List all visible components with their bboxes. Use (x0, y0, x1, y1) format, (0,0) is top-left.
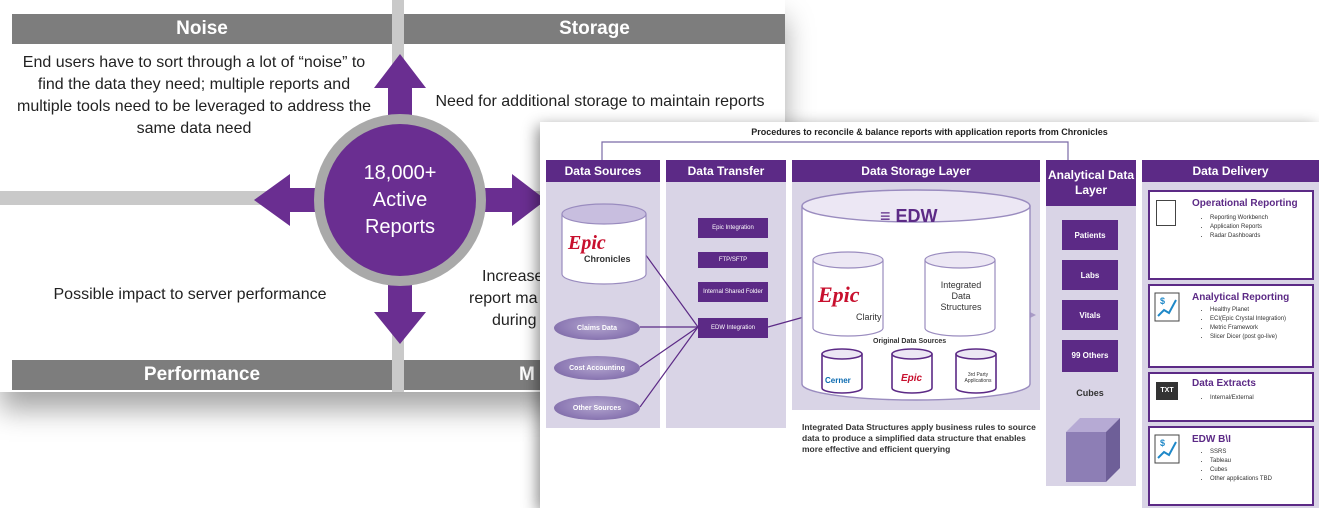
performance-header: Performance (12, 360, 392, 390)
chronicles-label: Chronicles (584, 254, 631, 264)
active-reports-word: Reports (364, 216, 436, 238)
transfer-box: EDW Integration (698, 318, 768, 338)
center-circle (324, 124, 476, 276)
active-reports-label: 18,000+ Active Reports (330, 160, 470, 241)
banner-bracket (601, 141, 1069, 162)
delivery-card-title: EDW B\I (1192, 434, 1231, 445)
analytical-item: 99 Others (1062, 340, 1118, 372)
delivery-card-title: Data Extracts (1192, 378, 1256, 389)
svg-text:$: $ (1160, 438, 1165, 448)
third-party-label: 3rd Party Applications (964, 372, 992, 384)
edw-architecture-slide: Procedures to reconcile & balance report… (540, 122, 1319, 508)
performance-text: Possible impact to server performance (53, 286, 327, 303)
delivery-card-item: Reporting Workbench (1210, 214, 1268, 223)
data-sources-header: Data Sources (546, 160, 660, 182)
delivery-card-item: Healthy Planet (1210, 306, 1286, 315)
document-icon (1156, 200, 1176, 226)
transfer-box: Epic Integration (698, 218, 768, 238)
cubes-label: Cubes (1076, 388, 1104, 398)
source-pill: Claims Data (554, 316, 640, 340)
chart-dollar-icon: $ (1154, 434, 1180, 464)
maintenance-text-line: report ma (469, 290, 538, 307)
noise-header: Noise (12, 14, 392, 44)
delivery-card-title: Operational Reporting (1192, 198, 1298, 209)
left-arrow (254, 174, 330, 226)
delivery-card-item: Other applications TBD (1210, 475, 1272, 484)
delivery-header: Data Delivery (1142, 160, 1319, 182)
delivery-card-item: Metric Framework (1210, 324, 1286, 333)
clarity-label: Clarity (856, 312, 882, 322)
edw-text: EDW (895, 206, 938, 226)
transfer-box: Internal Shared Folder (698, 282, 768, 302)
original-source-cylinders (821, 348, 997, 394)
clarity-epic-logo: Epic (818, 282, 860, 307)
data-transfer-header: Data Transfer (666, 160, 786, 182)
delivery-card-item: SSRS (1210, 448, 1272, 457)
analytical-item: Patients (1062, 220, 1118, 250)
txt-file-icon: TXT (1156, 382, 1178, 400)
delivery-card-list: SSRS Tableau Cubes Other applications TB… (1200, 448, 1272, 484)
delivery-card-item: Internal/External (1210, 394, 1254, 403)
top-banner: Procedures to reconcile & balance report… (751, 127, 1108, 137)
transfer-box: FTP/SFTP (698, 252, 768, 268)
clarity-cylinder (812, 251, 884, 337)
source-pill: Other Sources (554, 396, 640, 420)
delivery-card-item: Radar Dashboards (1210, 232, 1268, 241)
data-storage-header: Data Storage Layer (792, 160, 1040, 182)
chart-dollar-icon: $ (1154, 292, 1180, 322)
right-arrow (472, 174, 546, 226)
analytical-item: Labs (1062, 260, 1118, 290)
source-pill: Cost Accounting (554, 356, 640, 380)
chronicles-cylinder (561, 203, 647, 285)
cerner-label: Cerner (825, 376, 851, 385)
storage-text: Need for additional storage to maintain … (435, 93, 765, 110)
original-sources-label: Original Data Sources (873, 338, 947, 345)
integrated-label: Integrated Data Structures (940, 280, 982, 312)
maintenance-text-line: Increase (482, 268, 544, 285)
delivery-card-item: Cubes (1210, 466, 1272, 475)
down-arrow (374, 280, 426, 344)
epic-logo: Epic (568, 232, 606, 254)
delivery-card-item: ECI(Epic Crystal Integration) (1210, 315, 1286, 324)
active-reports-count: 18,000+ (363, 162, 437, 184)
delivery-card-list: Healthy Planet ECI(Epic Crystal Integrat… (1200, 306, 1286, 342)
delivery-card-list: Reporting Workbench Application Reports … (1200, 214, 1268, 241)
analytical-header: Analytical Data Layer (1046, 160, 1136, 206)
delivery-card-item: Application Reports (1210, 223, 1268, 232)
cubes-icon (1066, 418, 1120, 482)
integrated-cylinder (924, 251, 996, 337)
noise-text: End users have to sort through a lot of … (16, 54, 371, 137)
maintenance-text: Increase report ma during s (462, 266, 552, 332)
epic-small-label: Epic (901, 373, 923, 384)
delivery-card-title: Analytical Reporting (1192, 292, 1290, 303)
maintenance-text-line: during s (492, 312, 549, 329)
edw-lines-icon: ≡ (880, 206, 891, 226)
storage-header: Storage (404, 14, 785, 44)
edw-label: ≡ EDW (880, 206, 938, 227)
four-way-arrows (254, 54, 546, 344)
svg-text:$: $ (1160, 296, 1165, 306)
delivery-card-list: Internal/External (1200, 394, 1254, 403)
storage-footnote: Integrated Data Structures apply busines… (802, 422, 1036, 454)
active-reports-word: Active (372, 189, 428, 211)
delivery-card-item: Slicer Dicer (post go-live) (1210, 333, 1286, 342)
analytical-item: Vitals (1062, 300, 1118, 330)
delivery-card-item: Tableau (1210, 457, 1272, 466)
up-arrow (374, 54, 426, 120)
